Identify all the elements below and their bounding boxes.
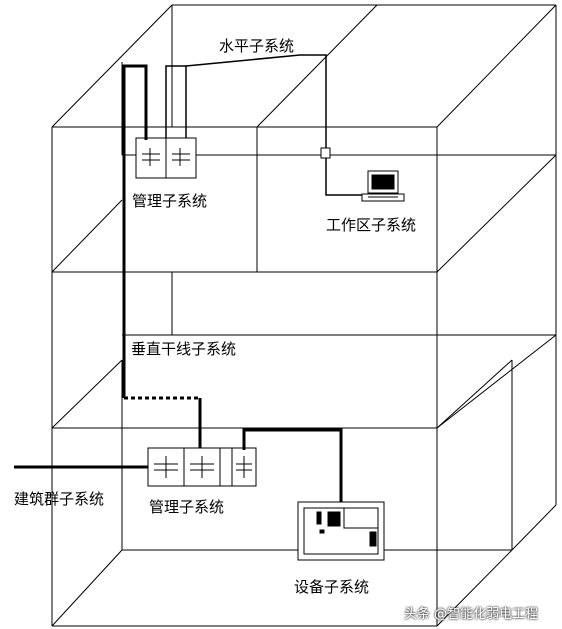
- equipment-cable: [242, 428, 343, 502]
- frame-edge: [436, 549, 513, 627]
- frame-edge: [436, 334, 557, 429]
- label-admin-subsystem-lower: 管理子系统: [149, 498, 225, 516]
- frame-edge: [51, 199, 123, 273]
- label-campus-subsystem: 建筑群子系统: [14, 490, 105, 508]
- frame-edge: [51, 4, 173, 128]
- lower-patch-panel: [147, 447, 257, 487]
- vertical-backbone: [122, 64, 202, 450]
- watermark: 头条 @智能化弱电工程: [404, 607, 539, 622]
- computer-icon: [361, 170, 405, 202]
- horizontal-cable: [185, 54, 327, 148]
- building-frame: [51, 4, 557, 627]
- frame-edge: [51, 549, 123, 627]
- frame-edge: [436, 4, 557, 128]
- label-work-area-subsystem: 工作区子系统: [326, 216, 417, 234]
- frame-edge: [436, 359, 513, 429]
- frame-edge: [511, 504, 557, 551]
- frame-edge: [51, 359, 123, 429]
- label-horizontal-subsystem: 水平子系统: [219, 37, 295, 55]
- label-vertical-backbone-subsystem: 垂直干线子系统: [131, 340, 237, 358]
- horizontal-cabling: [165, 54, 362, 196]
- label-equipment-subsystem: 设备子系统: [294, 578, 370, 596]
- horizontal-cable: [165, 65, 187, 140]
- equipment-cabinet-icon: [297, 501, 385, 561]
- upper-patch-panel: [135, 137, 197, 179]
- frame-edge: [436, 154, 557, 273]
- frame-edge: [256, 4, 378, 128]
- label-admin-subsystem-upper: 管理子系统: [132, 192, 208, 210]
- wall-outlet: [320, 147, 331, 159]
- outlet-drop-cable: [325, 158, 362, 196]
